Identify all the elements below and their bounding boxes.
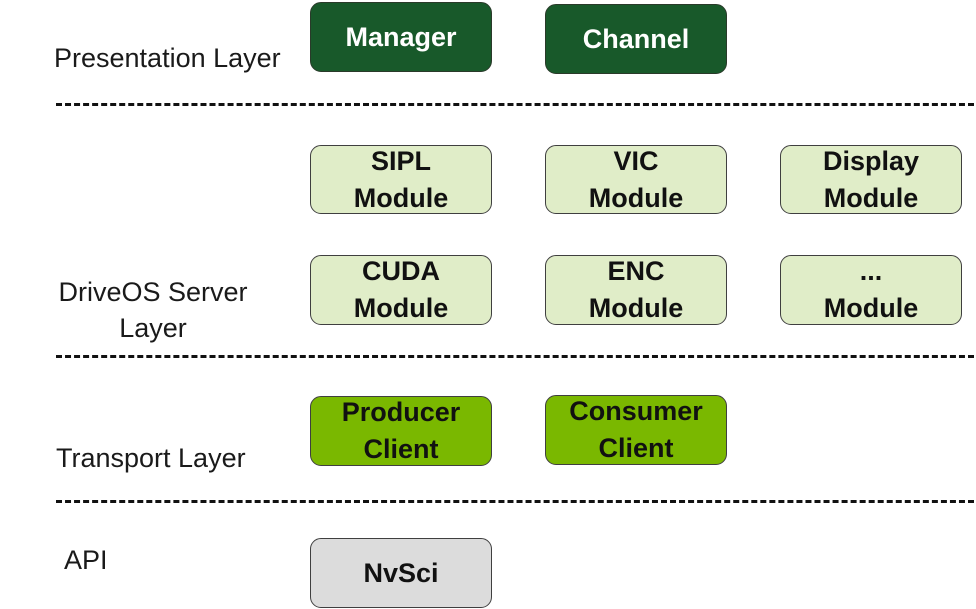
cuda-module-box: CUDA Module (310, 255, 492, 325)
divider-server-transport (56, 355, 974, 358)
vic-module-box: VIC Module (545, 145, 727, 214)
other-module-box: ... Module (780, 255, 962, 325)
consumer-client-box: Consumer Client (545, 395, 727, 465)
transport-layer-label: Transport Layer (56, 443, 246, 473)
display-module-box: Display Module (780, 145, 962, 214)
producer-client-box: Producer Client (310, 396, 492, 466)
enc-module-box: ENC Module (545, 255, 727, 325)
channel-box: Channel (545, 4, 727, 74)
sipl-module-box: SIPL Module (310, 145, 492, 214)
api-layer-label: API (64, 545, 108, 575)
presentation-layer-label: Presentation Layer (54, 43, 281, 73)
server-layer-label: DriveOS Server Layer (58, 277, 248, 343)
divider-presentation-server (56, 103, 974, 106)
divider-transport-api (56, 500, 974, 503)
nvsci-box: NvSci (310, 538, 492, 608)
manager-box: Manager (310, 2, 492, 72)
